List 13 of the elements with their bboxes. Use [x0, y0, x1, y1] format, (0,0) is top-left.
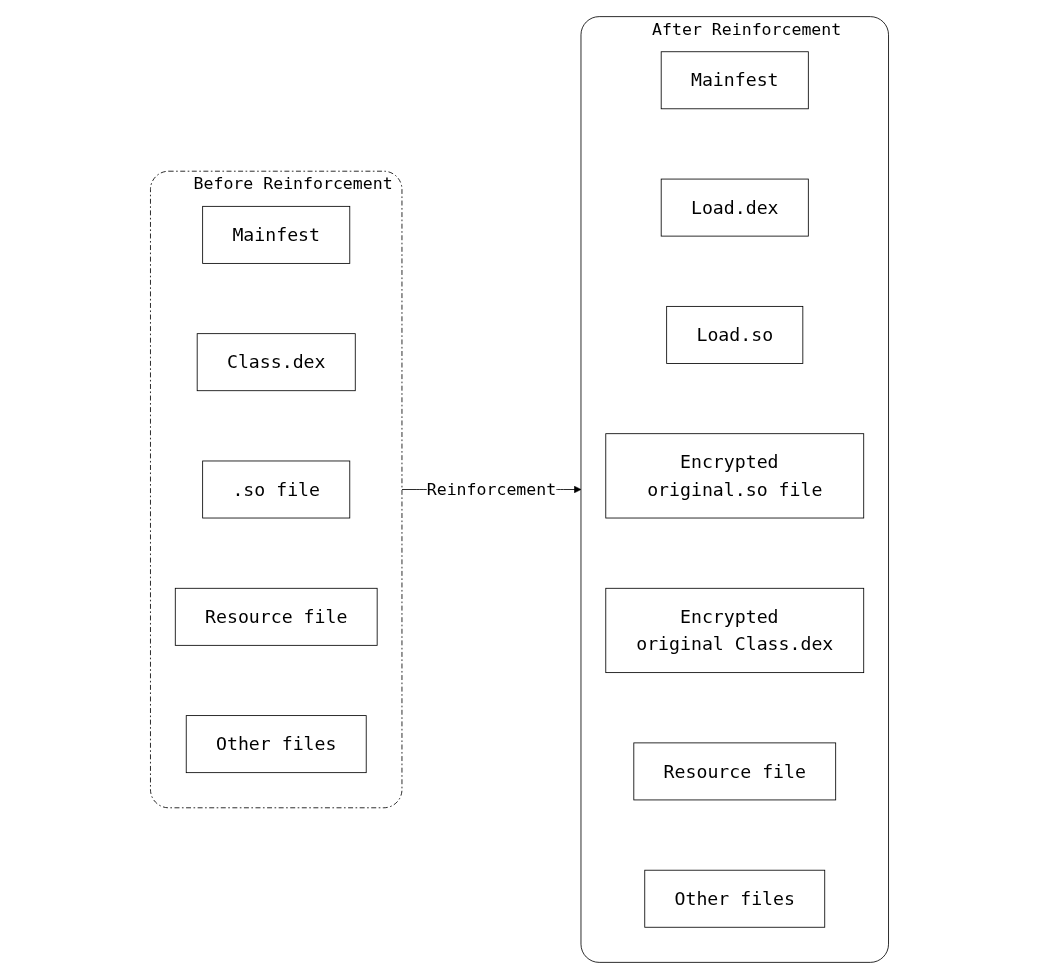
node-box: Mainfest	[660, 51, 809, 110]
edge-label: Reinforcement	[426, 479, 557, 500]
node-box: Class.dex	[196, 333, 356, 392]
node-box: Other files	[185, 715, 367, 774]
node-box: Mainfest	[202, 205, 351, 264]
node-box: Encrypted original.so file	[605, 433, 865, 519]
node-box: Load.so	[666, 305, 804, 364]
node-box: Load.dex	[660, 178, 809, 237]
node-box: Encrypted original Class.dex	[605, 587, 865, 674]
node-box: Other files	[644, 869, 826, 928]
node-box: Resource file	[633, 742, 837, 801]
node-box: .so file	[202, 460, 351, 519]
node-box: Resource file	[174, 587, 378, 646]
